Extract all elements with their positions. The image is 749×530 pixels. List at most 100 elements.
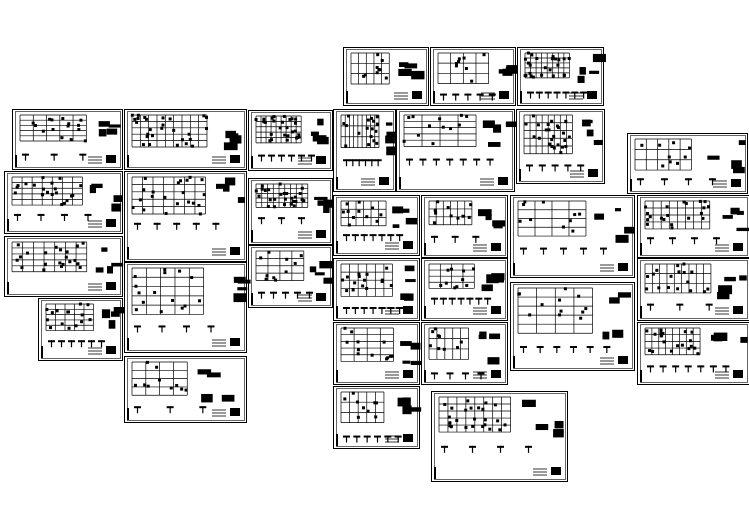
- sheet-frame: [430, 47, 516, 106]
- title-block: [424, 243, 426, 255]
- notes-block: [588, 169, 598, 177]
- floor-plan: [523, 51, 571, 79]
- title-block: [7, 219, 9, 231]
- title-block: [336, 306, 338, 318]
- drawing-sheet[interactable]: [4, 236, 124, 297]
- drawing-sheet[interactable]: [421, 258, 508, 321]
- drawing-sheet[interactable]: [516, 109, 605, 184]
- drawing-sheet[interactable]: [396, 109, 517, 192]
- floor-plan: [340, 326, 394, 362]
- title-block: [424, 306, 426, 318]
- sheet-inner-border: [640, 324, 748, 383]
- title-block: [336, 370, 338, 382]
- notes-block: [403, 370, 413, 378]
- detail-blocks: [134, 177, 245, 230]
- drawing-sheet[interactable]: [333, 386, 422, 449]
- floor-plan: [131, 175, 206, 216]
- detail-blocks: [431, 331, 501, 380]
- drawing-sheet[interactable]: [124, 109, 247, 170]
- drawing-sheet[interactable]: [627, 133, 748, 194]
- drawing-sheet[interactable]: [421, 322, 508, 385]
- drawing-sheet[interactable]: [637, 195, 749, 258]
- drawing-sheet[interactable]: [637, 322, 749, 385]
- sheet-inner-border: [251, 247, 331, 306]
- drawing-sheet[interactable]: [431, 391, 568, 482]
- sheet-inner-border: [336, 197, 418, 254]
- sheet-inner-border: [41, 300, 121, 359]
- drawing-sheet[interactable]: [637, 258, 749, 321]
- notes-block: [106, 219, 116, 227]
- sheet-inner-border: [127, 358, 245, 421]
- sheet-inner-border: [127, 173, 245, 260]
- floor-plan: [19, 114, 87, 143]
- floor-plan: [644, 199, 711, 230]
- notes-block: [491, 306, 501, 314]
- drawing-sheet[interactable]: [343, 47, 429, 106]
- floor-plan: [428, 327, 469, 360]
- detail-blocks: [647, 332, 748, 373]
- floor-plan: [644, 262, 712, 294]
- floor-plan: [340, 200, 387, 227]
- floor-plan: [644, 327, 701, 356]
- drawing-sheet[interactable]: [333, 258, 420, 321]
- floor-plan: [131, 267, 204, 315]
- drawing-sheet[interactable]: [124, 356, 247, 423]
- detail-blocks: [637, 140, 746, 186]
- drawing-sheet[interactable]: [4, 171, 123, 234]
- detail-blocks: [440, 65, 519, 101]
- notes-block: [106, 282, 116, 290]
- notes-block: [733, 243, 743, 251]
- notes-block: [230, 247, 240, 255]
- notes-block: [731, 179, 741, 187]
- drawing-sheet[interactable]: [333, 109, 399, 192]
- drawing-sheet[interactable]: [248, 178, 334, 245]
- title-block: [640, 243, 642, 255]
- drawing-sheet[interactable]: [430, 47, 519, 106]
- sheet-frame: [627, 133, 748, 194]
- title-block: [127, 338, 129, 350]
- drawing-sheet[interactable]: [38, 298, 125, 361]
- sheet-frame: [510, 282, 635, 371]
- floor-plan: [11, 241, 88, 273]
- title-block: [630, 179, 632, 191]
- detail-blocks: [406, 120, 517, 166]
- floor-plan: [254, 182, 309, 209]
- floor-plan: [517, 287, 593, 334]
- detail-blocks: [22, 121, 121, 161]
- detail-blocks: [343, 397, 422, 443]
- detail-blocks: [343, 122, 399, 167]
- drawing-sheet[interactable]: [124, 262, 251, 353]
- notes-block: [499, 91, 509, 99]
- sheet-frame: [396, 109, 515, 192]
- sheet-inner-border: [513, 284, 633, 369]
- drawing-sheet[interactable]: [12, 109, 123, 170]
- notes-block: [733, 370, 743, 378]
- notes-block: [106, 346, 116, 354]
- sheet-inner-border: [251, 180, 331, 243]
- sheet-inner-border: [251, 112, 331, 169]
- detail-blocks: [520, 208, 635, 255]
- drawing-sheet[interactable]: [248, 110, 333, 171]
- title-block: [336, 177, 338, 189]
- notes-block: [230, 155, 240, 163]
- notes-block: [403, 306, 413, 314]
- drawing-sheet[interactable]: [124, 171, 247, 262]
- notes-block: [106, 155, 116, 163]
- title-block: [336, 434, 338, 446]
- detail-blocks: [258, 196, 334, 225]
- drawing-sheet[interactable]: [421, 195, 508, 258]
- floor-plan: [11, 176, 83, 207]
- floor-plan: [437, 52, 489, 84]
- sheet-frame: [637, 258, 749, 321]
- sheet-inner-border: [336, 388, 418, 447]
- sheet-frame: [124, 109, 247, 170]
- drawing-sheet[interactable]: [510, 195, 635, 278]
- sheet-inner-border: [346, 49, 427, 104]
- drawing-sheet[interactable]: [248, 245, 336, 308]
- drawing-sheet[interactable]: [517, 47, 606, 106]
- drawing-sheet[interactable]: [333, 322, 424, 385]
- title-block: [640, 370, 642, 382]
- drawing-sheet[interactable]: [510, 282, 635, 371]
- drawing-sheet[interactable]: [333, 195, 420, 256]
